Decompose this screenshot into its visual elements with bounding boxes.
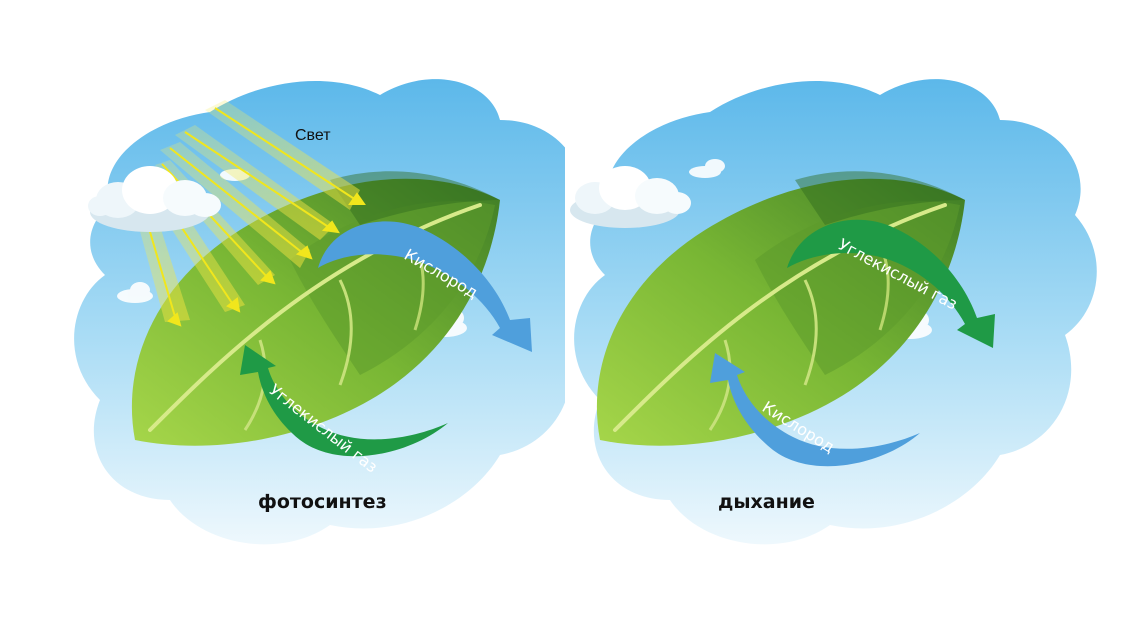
photosynthesis-illustration: Кислород Углекислый газ bbox=[74, 79, 565, 545]
light-label: Свет bbox=[295, 127, 331, 144]
respiration-panel: Углекислый газ Кислород дыхание bbox=[565, 0, 1130, 618]
photosynthesis-panel: Кислород Углекислый газ Свет фотосинтез bbox=[74, 79, 565, 545]
respiration-illustration: Углекислый газ Кислород bbox=[570, 79, 1097, 545]
cloud-icon bbox=[570, 166, 691, 228]
photosynthesis-caption: фотосинтез bbox=[258, 491, 387, 513]
cloud-icon bbox=[88, 166, 221, 232]
respiration-caption: дыхание bbox=[718, 491, 815, 513]
